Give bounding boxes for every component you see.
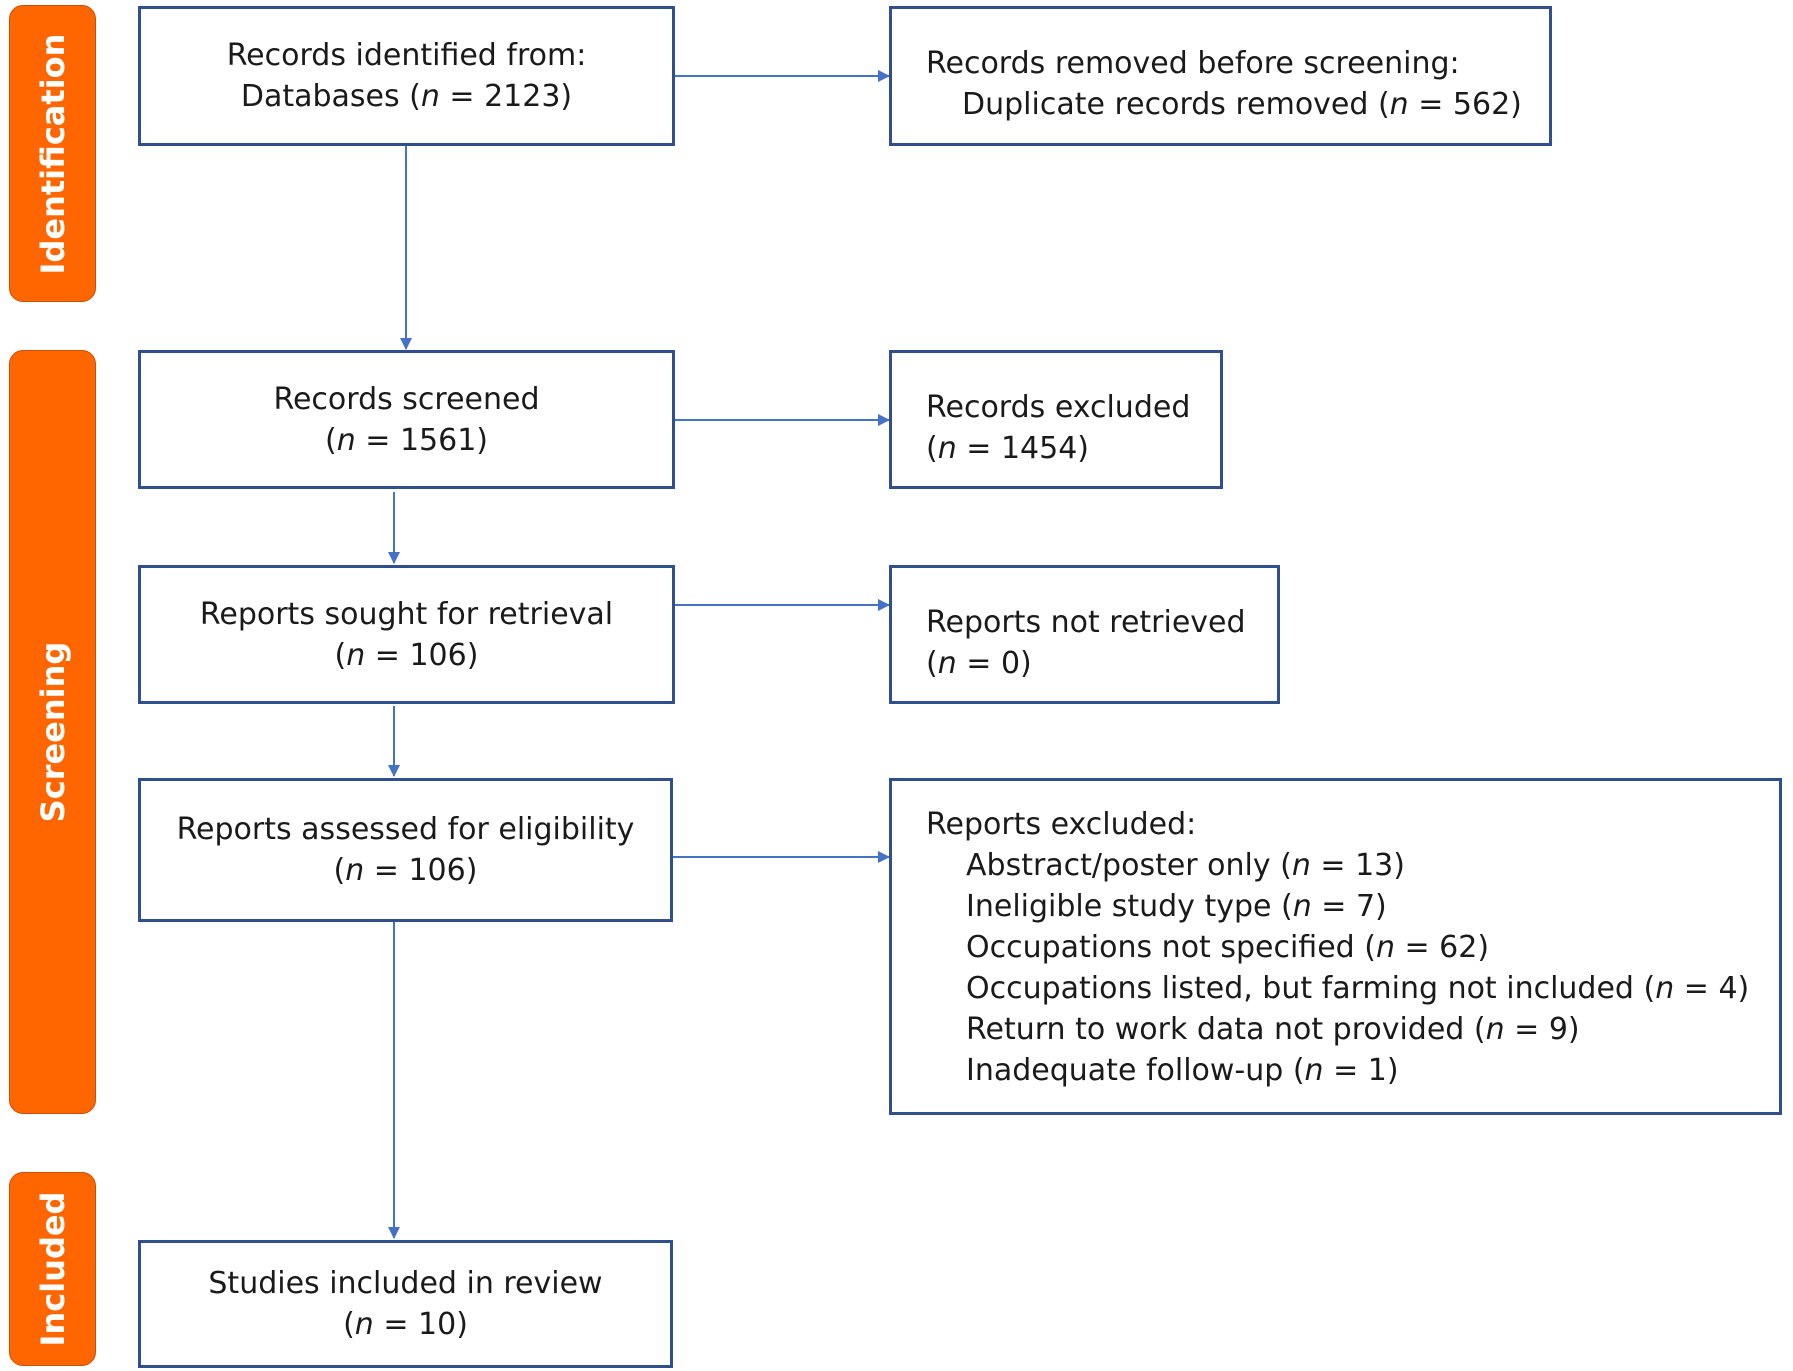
records-removed-count-value: = 562) <box>1408 87 1522 122</box>
exclusion-reason: Occupations not specified (n = 62) <box>926 927 1779 968</box>
records-excluded-count-value: = 1454) <box>956 431 1089 466</box>
exclusion-reason: Ineligible study type (n = 7) <box>926 886 1779 927</box>
box-reports-sought: Reports sought for retrieval (n = 106) <box>138 565 675 704</box>
reports-not-retrieved-count-prefix: ( <box>926 646 938 681</box>
n-symbol: n <box>420 79 440 114</box>
exclusion-reason: Inadequate follow-up (n = 1) <box>926 1050 1779 1091</box>
exclusion-reason-count: = 13) <box>1310 848 1405 883</box>
reports-sought-count-prefix: ( <box>334 637 347 673</box>
records-identified-count-value: = 2123) <box>439 79 573 114</box>
exclusion-reason-label: Ineligible study type ( <box>966 889 1293 924</box>
n-symbol: n <box>354 1307 374 1342</box>
reports-assessed-heading: Reports assessed for eligibility <box>176 812 635 847</box>
box-studies-included: Studies included in review (n = 10) <box>138 1240 673 1368</box>
box-records-screened: Records screened (n = 1561) <box>138 350 675 489</box>
box-records-removed: Records removed before screening: Duplic… <box>889 6 1552 146</box>
reports-not-retrieved-heading: Reports not retrieved <box>926 605 1246 640</box>
box-records-identified: Records identified from: Databases (n = … <box>138 6 675 146</box>
n-symbol: n <box>937 431 957 466</box>
n-symbol: n <box>1291 848 1311 883</box>
n-symbol: n <box>345 853 365 888</box>
records-excluded-count-prefix: ( <box>926 431 938 466</box>
exclusion-reason: Abstract/poster only (n = 13) <box>926 845 1779 886</box>
reports-not-retrieved-count: (n = 0) <box>926 643 1277 684</box>
studies-included-count-value: = 10) <box>373 1307 468 1342</box>
records-excluded-count: (n = 1454) <box>926 428 1220 469</box>
exclusion-reason-label: Occupations not specified ( <box>966 930 1376 965</box>
exclusion-reason-label: Return to work data not provided ( <box>966 1012 1486 1047</box>
phase-identification: Identification <box>9 5 96 302</box>
records-screened-count-prefix: ( <box>325 422 337 458</box>
reports-assessed-count-value: = 106) <box>364 853 478 888</box>
n-symbol: n <box>1304 1053 1324 1088</box>
n-symbol: n <box>346 637 366 673</box>
box-reports-excluded: Reports excluded: Abstract/poster only (… <box>889 778 1782 1115</box>
records-identified-count: Databases (n = 2123) <box>141 76 672 117</box>
records-screened-count: (n = 1561) <box>141 420 672 461</box>
n-symbol: n <box>1389 87 1409 122</box>
exclusion-reason-count: = 7) <box>1311 889 1387 924</box>
records-screened-heading: Records screened <box>273 381 540 417</box>
exclusion-reason-label: Occupations listed, but farming not incl… <box>966 971 1656 1006</box>
records-identified-heading: Records identified from: <box>226 38 587 73</box>
n-symbol: n <box>937 646 957 681</box>
box-reports-assessed: Reports assessed for eligibility (n = 10… <box>138 778 673 922</box>
exclusion-reason: Occupations listed, but farming not incl… <box>926 968 1779 1009</box>
box-records-excluded: Records excluded (n = 1454) <box>889 350 1223 489</box>
records-excluded-heading: Records excluded <box>926 390 1191 425</box>
reports-sought-heading: Reports sought for retrieval <box>199 596 614 632</box>
n-symbol: n <box>1292 889 1312 924</box>
n-symbol: n <box>1485 1012 1505 1047</box>
box-reports-not-retrieved: Reports not retrieved (n = 0) <box>889 565 1280 704</box>
n-symbol: n <box>1655 971 1675 1006</box>
exclusion-reason: Return to work data not provided (n = 9) <box>926 1009 1779 1050</box>
exclusion-reason-count: = 1) <box>1323 1053 1399 1088</box>
exclusion-reason-count: = 62) <box>1394 930 1490 965</box>
studies-included-count: (n = 10) <box>141 1304 670 1345</box>
phase-screening: Screening <box>9 350 96 1114</box>
n-symbol: n <box>336 422 356 458</box>
n-symbol: n <box>1375 930 1395 965</box>
records-removed-heading: Records removed before screening: <box>926 46 1460 81</box>
reports-excluded-heading: Reports excluded: <box>926 807 1197 842</box>
reports-not-retrieved-count-value: = 0) <box>956 646 1032 681</box>
studies-included-heading: Studies included in review <box>208 1266 603 1301</box>
reports-assessed-count-prefix: ( <box>333 853 346 888</box>
exclusion-reason-count: = 4) <box>1674 971 1750 1006</box>
records-identified-count-prefix: Databases ( <box>240 79 421 114</box>
exclusion-reason-count: = 9) <box>1504 1012 1580 1047</box>
records-removed-count-prefix: Duplicate records removed ( <box>962 87 1390 122</box>
records-removed-count: Duplicate records removed (n = 562) <box>926 84 1549 125</box>
reports-sought-count: (n = 106) <box>141 635 672 676</box>
exclusion-reason-label: Abstract/poster only ( <box>966 848 1292 883</box>
reports-assessed-count: (n = 106) <box>141 850 670 891</box>
studies-included-count-prefix: ( <box>343 1307 355 1342</box>
exclusion-reason-label: Inadequate follow-up ( <box>966 1053 1305 1088</box>
phase-included: Included <box>9 1172 96 1366</box>
reports-sought-count-value: = 106) <box>365 637 479 673</box>
records-screened-count-value: = 1561) <box>355 422 488 458</box>
